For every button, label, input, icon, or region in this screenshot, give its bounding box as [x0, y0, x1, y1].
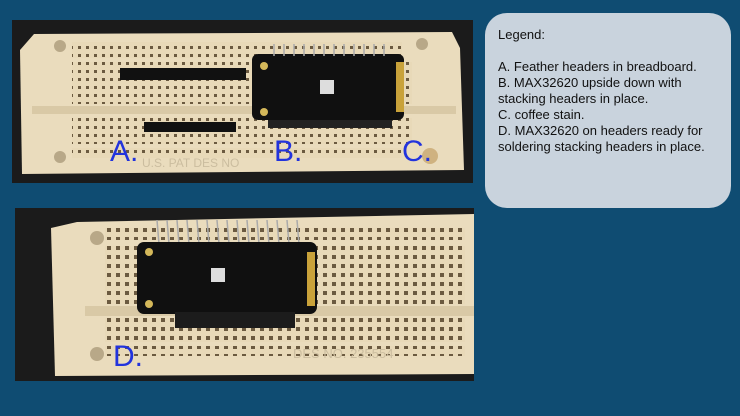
- gold-pads: [307, 252, 315, 306]
- legend-title: Legend:: [498, 27, 545, 42]
- breadboard-imprint-bottom: DES NO. 235554: [293, 346, 393, 361]
- legend-box: Legend: A. Feather headers in breadboard…: [485, 13, 731, 208]
- legend-item-d: D. MAX32620 on headers ready for solderi…: [498, 123, 705, 154]
- label-d: D.: [113, 340, 143, 373]
- mount-hole: [416, 38, 428, 50]
- mount-hole: [90, 347, 104, 361]
- max32620-board: [137, 242, 317, 314]
- feather-header-strip: [120, 68, 246, 80]
- stacking-header: [175, 312, 295, 328]
- label-b: B.: [274, 135, 303, 168]
- legend-item-b: B. MAX32620 upside down with stacking he…: [498, 75, 682, 106]
- stacking-header: [268, 120, 392, 128]
- power-rail-holes: [105, 228, 465, 240]
- breadboard-imprint-top: U.S. PAT DES NO: [142, 156, 239, 170]
- legend-item-c: C. coffee stain.: [498, 107, 585, 122]
- board-hole: [260, 62, 268, 70]
- legend-item-a: A. Feather headers in breadboard.: [498, 59, 697, 74]
- board-hole: [145, 300, 153, 308]
- breadboard-bottom-image: DES NO. 235554: [15, 208, 474, 381]
- gold-pads: [396, 62, 404, 112]
- bottom-rail-holes: [105, 346, 465, 356]
- board-hole: [145, 248, 153, 256]
- bottom-rail-holes: [72, 148, 402, 158]
- mount-hole: [90, 231, 104, 245]
- board-hole: [260, 108, 268, 116]
- mount-hole: [54, 40, 66, 52]
- feather-header-strip: [144, 122, 236, 132]
- label-c: C.: [402, 135, 432, 168]
- mount-hole: [54, 151, 66, 163]
- photo-breadboard-bottom: DES NO. 235554 D.: [15, 208, 474, 381]
- label-a: A.: [110, 135, 139, 168]
- center-channel: [32, 106, 456, 114]
- photo-breadboard-top: U.S. PAT DES NO A. B. C.: [12, 20, 473, 183]
- header-pins: [273, 44, 385, 56]
- board-logo: [320, 80, 334, 94]
- header-pins: [156, 219, 300, 245]
- board-logo: [211, 268, 225, 282]
- breadboard-top-image: U.S. PAT DES NO: [12, 20, 473, 183]
- coffee-stain: [422, 148, 438, 164]
